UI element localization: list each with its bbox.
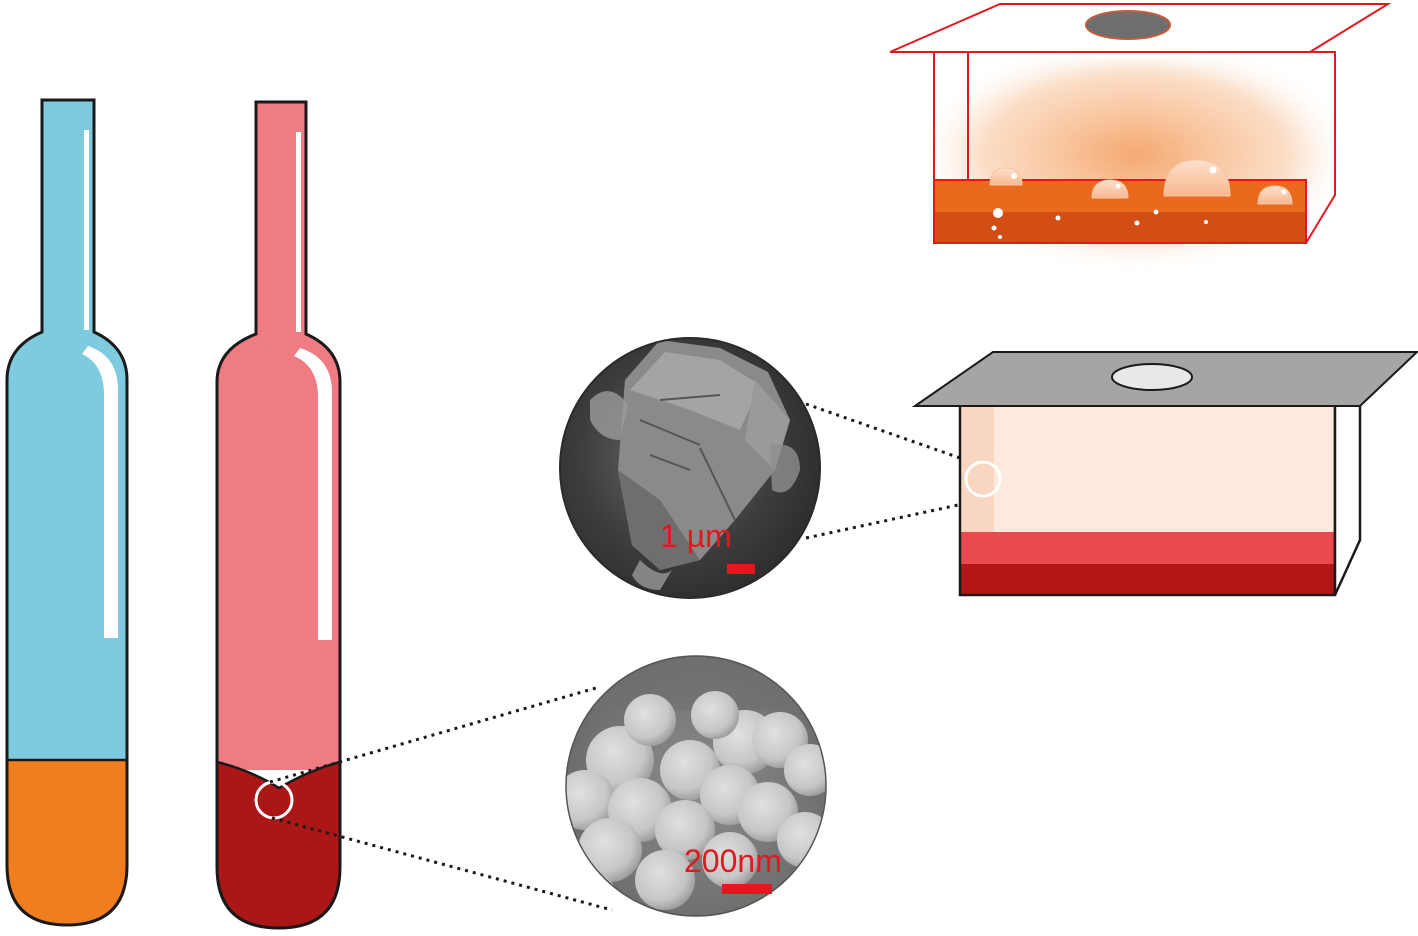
sealed-cell	[911, 351, 1418, 597]
blue-ampoule	[5, 98, 129, 927]
glass-highlight	[84, 130, 89, 330]
meniscus-line	[216, 760, 341, 790]
sem-image-micro: 1 µm	[559, 337, 821, 599]
scale-bar-label: 200nm	[684, 843, 782, 879]
sem-image-nano: 200nm	[565, 655, 827, 917]
ampoule-outline	[5, 98, 129, 927]
ampoule-outline	[215, 100, 342, 930]
cell-wall-highlight	[960, 405, 994, 535]
scale-bar	[722, 884, 772, 894]
orange-liquid	[7, 760, 127, 925]
glass-highlight-curve	[82, 346, 118, 638]
pink-liquid	[217, 102, 340, 770]
lid-hole	[1111, 363, 1193, 391]
zoom-marker-circle	[964, 460, 1002, 498]
sem-frame	[565, 655, 827, 917]
red-layer-top	[960, 532, 1335, 564]
glass-highlight	[296, 132, 301, 332]
red-layer-bottom	[960, 564, 1335, 595]
dark-red-liquid	[217, 762, 340, 928]
red-ampoule	[215, 100, 342, 930]
sediment-bottom	[934, 212, 1306, 243]
lid-hole	[1085, 10, 1171, 40]
blue-liquid	[7, 100, 127, 760]
zoom-lines-nano	[269, 686, 613, 912]
open-cell	[889, 3, 1392, 270]
scale-bar	[727, 564, 755, 574]
scale-bar-label: 1 µm	[660, 518, 732, 554]
cell-side-wall	[1333, 403, 1362, 596]
sem-frame	[559, 337, 821, 599]
glass-highlight-curve	[294, 348, 332, 640]
